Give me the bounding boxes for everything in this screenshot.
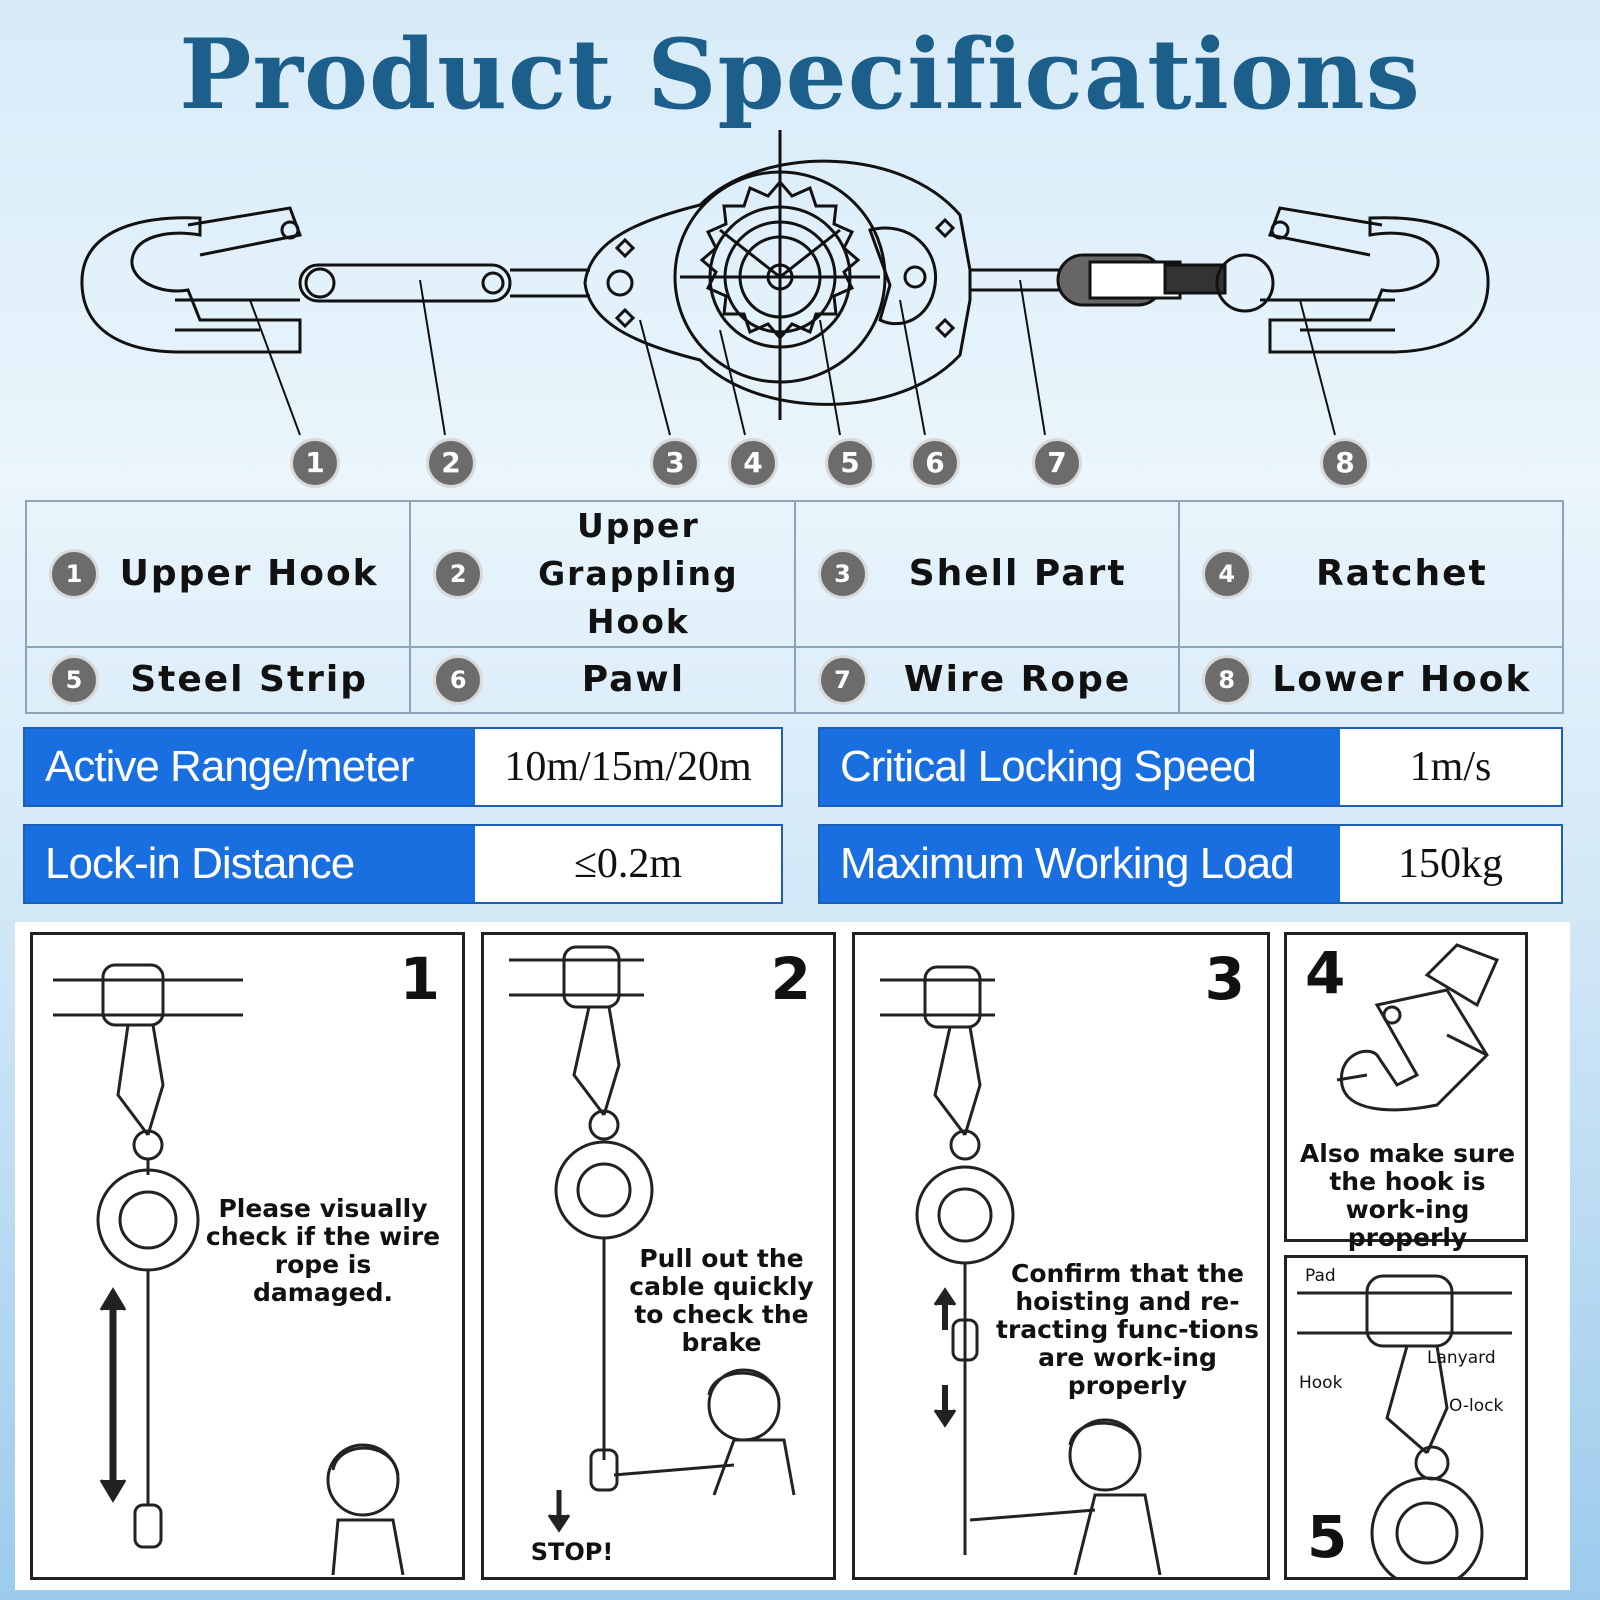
- parts-legend-table: 1 Upper Hook 2 Upper Grappling Hook 3 Sh…: [25, 500, 1564, 714]
- part-number: 8: [1201, 655, 1252, 705]
- part-pawl: 6 Pawl: [410, 647, 795, 713]
- callout-3: 3: [650, 438, 700, 488]
- spec-label: Critical Locking Speed: [820, 729, 1340, 805]
- part-number: 1: [49, 549, 99, 599]
- part-number: 5: [49, 655, 99, 705]
- part-lower-hook: 8 Lower Hook: [1178, 647, 1563, 713]
- part-number: 2: [433, 549, 484, 599]
- spec-label: Lock-in Distance: [25, 826, 475, 902]
- part-number: 7: [817, 655, 868, 705]
- spec-label: Maximum Working Load: [820, 826, 1340, 902]
- spec-label: Active Range/meter: [25, 729, 475, 805]
- spec-value: 1m/s: [1409, 744, 1492, 790]
- callout-5: 5: [825, 438, 875, 488]
- spec-value: 150kg: [1398, 841, 1503, 887]
- part-label: Pawl: [581, 659, 686, 700]
- step-number: 4: [1305, 939, 1346, 1007]
- worker-head-icon: [1068, 1418, 1142, 1492]
- callout-8: 8: [1320, 438, 1370, 488]
- part-label: Lower Hook: [1272, 659, 1532, 700]
- brake-test-illustration: [509, 945, 796, 1533]
- lower-hook-drawing: [1268, 216, 1490, 354]
- part-label: Ratchet: [1315, 553, 1488, 594]
- page-title: Product Specifications: [179, 18, 1421, 131]
- device-icon: [96, 1168, 200, 1272]
- part-upper-grappling-hook: 2 Upper Grappling Hook: [410, 501, 795, 647]
- hook-label: Hook: [1299, 1373, 1343, 1393]
- spec-max-load: Maximum Working Load 150kg: [818, 824, 1563, 904]
- part-label: Steel Strip: [130, 659, 369, 700]
- stop-label: STOP!: [530, 1538, 614, 1566]
- step-text: Pull out the cable quickly to check the …: [629, 1244, 814, 1357]
- worker-head-icon: [326, 1443, 400, 1517]
- upper-hook-drawing: [80, 216, 302, 354]
- olock-label: O-lock: [1449, 1396, 1504, 1416]
- callout-2: 2: [426, 438, 476, 488]
- step-5-panel: 5 Pad Lanyard Hook O-lock: [1284, 1255, 1528, 1580]
- connection-illustration: [1297, 1274, 1512, 1578]
- device-icon: [915, 1165, 1015, 1265]
- part-number: 3: [817, 549, 868, 599]
- pad-label: Pad: [1305, 1266, 1336, 1286]
- spec-value: 10m/15m/20m: [504, 744, 752, 790]
- callout-6: 6: [910, 438, 960, 488]
- callout-1: 1: [290, 438, 340, 488]
- hook-check-illustration: [1336, 943, 1500, 1112]
- step-1-panel: 1 Please visually check if the wire rope…: [30, 932, 465, 1580]
- part-label: Upper Grappling Hook: [538, 506, 739, 641]
- device-icon: [1370, 1476, 1484, 1578]
- part-label: Upper Hook: [119, 553, 379, 594]
- part-wire-rope: 7 Wire Rope: [794, 647, 1179, 713]
- spec-lockin-distance: Lock-in Distance ≤0.2m: [23, 824, 783, 904]
- callout-7: 7: [1032, 438, 1082, 488]
- part-label: Shell Part: [908, 553, 1127, 594]
- step-3-panel: 3 Confirm that the hoisting: [852, 932, 1270, 1580]
- exploded-diagram: [80, 130, 1490, 436]
- part-number: 4: [1201, 549, 1252, 599]
- step-text: Please visually check if the wire rope i…: [205, 1194, 441, 1307]
- step-4-panel: 4 Also make sure the hook is work-ing pr…: [1284, 932, 1528, 1252]
- spec-active-range: Active Range/meter 10m/15m/20m: [23, 727, 783, 807]
- device-icon: [554, 1140, 654, 1240]
- part-steel-strip: 5 Steel Strip: [26, 647, 411, 713]
- step-text: Also make sure the hook is work-ing prop…: [1299, 1139, 1516, 1252]
- step-number: 3: [1204, 945, 1245, 1013]
- callout-4: 4: [728, 438, 778, 488]
- step-number: 5: [1307, 1503, 1348, 1571]
- shell-drawing: [583, 159, 972, 406]
- spec-value: ≤0.2m: [573, 841, 683, 887]
- part-ratchet: 4 Ratchet: [1178, 501, 1563, 647]
- grappling-hook-drawing: [298, 263, 512, 303]
- part-label: Wire Rope: [903, 659, 1132, 700]
- step-text: Confirm that the hoisting and re-tractin…: [996, 1259, 1259, 1400]
- inspection-illustration: [53, 963, 405, 1575]
- part-upper-hook: 1 Upper Hook: [26, 501, 411, 647]
- part-number: 6: [433, 655, 484, 705]
- step-2-panel: 2 Pull out the cable quickly to check th…: [481, 932, 836, 1580]
- step-number: 2: [770, 945, 811, 1013]
- retraction-test-illustration: [880, 965, 1162, 1575]
- lanyard-label: Lanyard: [1427, 1348, 1496, 1368]
- spec-locking-speed: Critical Locking Speed 1m/s: [818, 727, 1563, 807]
- pawl-drawing: [868, 226, 938, 326]
- usage-instructions: 1 Please visually check if the wire rope…: [15, 922, 1570, 1590]
- step-number: 1: [399, 945, 440, 1013]
- part-shell-part: 3 Shell Part: [794, 501, 1179, 647]
